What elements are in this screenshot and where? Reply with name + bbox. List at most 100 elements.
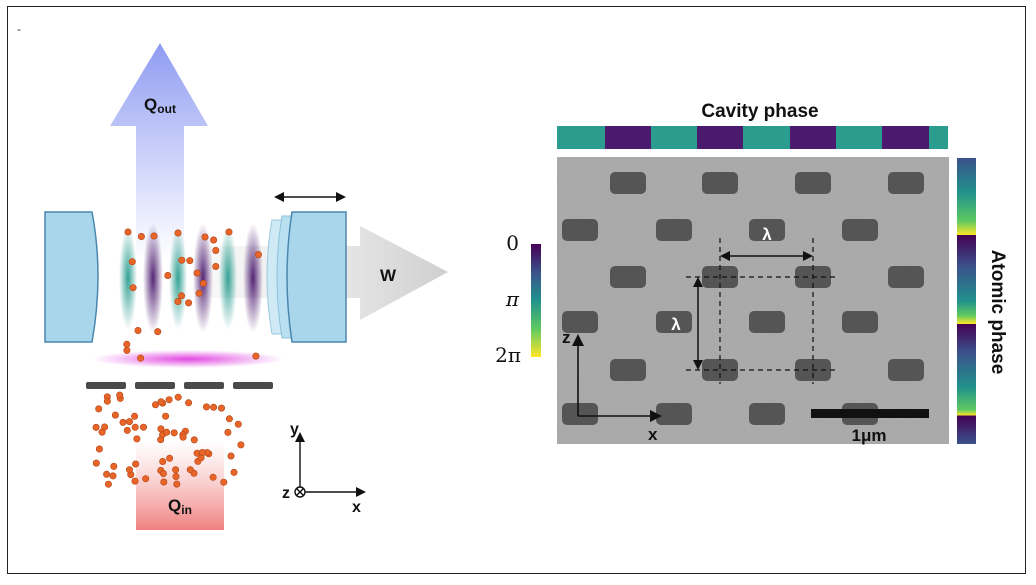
sem-hole bbox=[795, 172, 831, 194]
atom-particle bbox=[193, 269, 201, 277]
sem-hole bbox=[562, 311, 598, 333]
left-mirror bbox=[44, 211, 99, 343]
cavity-phase-bar bbox=[557, 126, 948, 149]
sem-hole bbox=[702, 172, 738, 194]
atom-particle bbox=[110, 462, 118, 470]
sem-axis-z-label: z bbox=[562, 328, 571, 347]
lattice-dashed-lines bbox=[686, 238, 835, 384]
axis-y-label: y bbox=[290, 421, 299, 438]
atom-particle bbox=[230, 468, 238, 476]
sem-hole bbox=[610, 172, 646, 194]
sem-hole bbox=[842, 219, 878, 241]
atom-particle bbox=[103, 470, 111, 478]
sem-hole bbox=[562, 403, 598, 425]
sem-hole bbox=[702, 359, 738, 381]
axis-x-label: x bbox=[352, 499, 361, 516]
sem-hole bbox=[888, 266, 924, 288]
atom-particle bbox=[142, 475, 150, 483]
magenta-glow bbox=[92, 350, 284, 368]
atom-particle bbox=[111, 411, 119, 419]
sem-hole bbox=[888, 359, 924, 381]
cavity-phase-segment bbox=[929, 126, 948, 149]
sem-hole bbox=[749, 219, 785, 241]
cavity-phase-segment bbox=[836, 126, 882, 149]
cavity-phase-title: Cavity phase bbox=[701, 101, 818, 122]
sem-axes bbox=[572, 334, 662, 422]
atom-particle bbox=[172, 472, 180, 480]
atom-particle bbox=[199, 279, 207, 287]
lambda-label-vertical: λ bbox=[671, 315, 681, 334]
cavity-phase-segment bbox=[697, 126, 743, 149]
cavity-phase-segment bbox=[790, 126, 836, 149]
atom-particle bbox=[104, 480, 112, 488]
atom-particle bbox=[179, 433, 187, 441]
corner-mark: - bbox=[17, 22, 21, 36]
atom-particle bbox=[95, 405, 103, 413]
atom-particle bbox=[190, 436, 198, 444]
lambda-label-horizontal: λ bbox=[762, 225, 772, 244]
atom-particle bbox=[123, 340, 131, 348]
sem-hole bbox=[610, 266, 646, 288]
atom-particle bbox=[252, 352, 260, 360]
atom-particle bbox=[185, 299, 193, 307]
atom-particle bbox=[186, 257, 194, 265]
atom-particle bbox=[123, 346, 131, 354]
atom-particle bbox=[224, 428, 232, 436]
atom-particle bbox=[140, 423, 148, 431]
colorbar-tick-pi: π bbox=[505, 287, 520, 311]
atom-particle bbox=[163, 428, 171, 436]
atom-particle bbox=[172, 466, 180, 474]
left-axes bbox=[294, 432, 366, 498]
atom-particle bbox=[103, 397, 111, 405]
lambda-arrows bbox=[693, 251, 813, 370]
atom-particle bbox=[166, 454, 174, 462]
atom-particle bbox=[170, 429, 178, 437]
atom-particle bbox=[185, 399, 193, 407]
atom-particle bbox=[126, 466, 134, 474]
sem-hole bbox=[749, 403, 785, 425]
atom-particle bbox=[123, 426, 131, 434]
atom-particle bbox=[234, 420, 242, 428]
atom-particle bbox=[209, 473, 217, 481]
q-out-arrow bbox=[110, 43, 208, 260]
atom-particle bbox=[126, 418, 134, 426]
atom-particle bbox=[178, 292, 186, 300]
atom-particle bbox=[131, 477, 139, 485]
atom-particle bbox=[124, 228, 132, 236]
sem-hole bbox=[562, 219, 598, 241]
atom-particle bbox=[218, 404, 226, 412]
sem-hole bbox=[656, 403, 692, 425]
atom-particle bbox=[160, 478, 168, 486]
cavity-phase-segment bbox=[605, 126, 651, 149]
atom-particle bbox=[92, 423, 100, 431]
colorbar-tick-0: 0 bbox=[506, 231, 519, 255]
atomic-phase-title: Atomic phase bbox=[987, 250, 1008, 375]
atom-particle bbox=[132, 460, 140, 468]
atom-particle bbox=[174, 297, 182, 305]
atom-particle bbox=[133, 435, 141, 443]
atom-particle bbox=[159, 457, 167, 465]
axis-z-label: z bbox=[282, 485, 290, 502]
atom-particle bbox=[154, 328, 162, 336]
atom-particle bbox=[109, 472, 117, 480]
sem-hole bbox=[610, 359, 646, 381]
atom-particles bbox=[92, 228, 262, 488]
atom-particle bbox=[225, 415, 233, 423]
grating-bars bbox=[86, 382, 273, 389]
atom-particle bbox=[119, 418, 127, 426]
atom-particle bbox=[101, 423, 109, 431]
mirror-motion-arrow bbox=[274, 192, 346, 202]
cavity-phase-segment bbox=[743, 126, 790, 149]
sem-hole bbox=[656, 219, 692, 241]
atom-particle bbox=[225, 228, 233, 236]
atom-particle bbox=[220, 478, 228, 486]
atom-particle bbox=[131, 423, 139, 431]
sem-axis-x-label: x bbox=[648, 425, 658, 444]
atom-particle bbox=[186, 466, 194, 474]
atom-particle bbox=[201, 233, 209, 241]
atom-particle bbox=[157, 398, 165, 406]
atom-particle bbox=[162, 412, 170, 420]
atom-particle bbox=[254, 251, 262, 259]
atom-particle bbox=[129, 284, 137, 292]
